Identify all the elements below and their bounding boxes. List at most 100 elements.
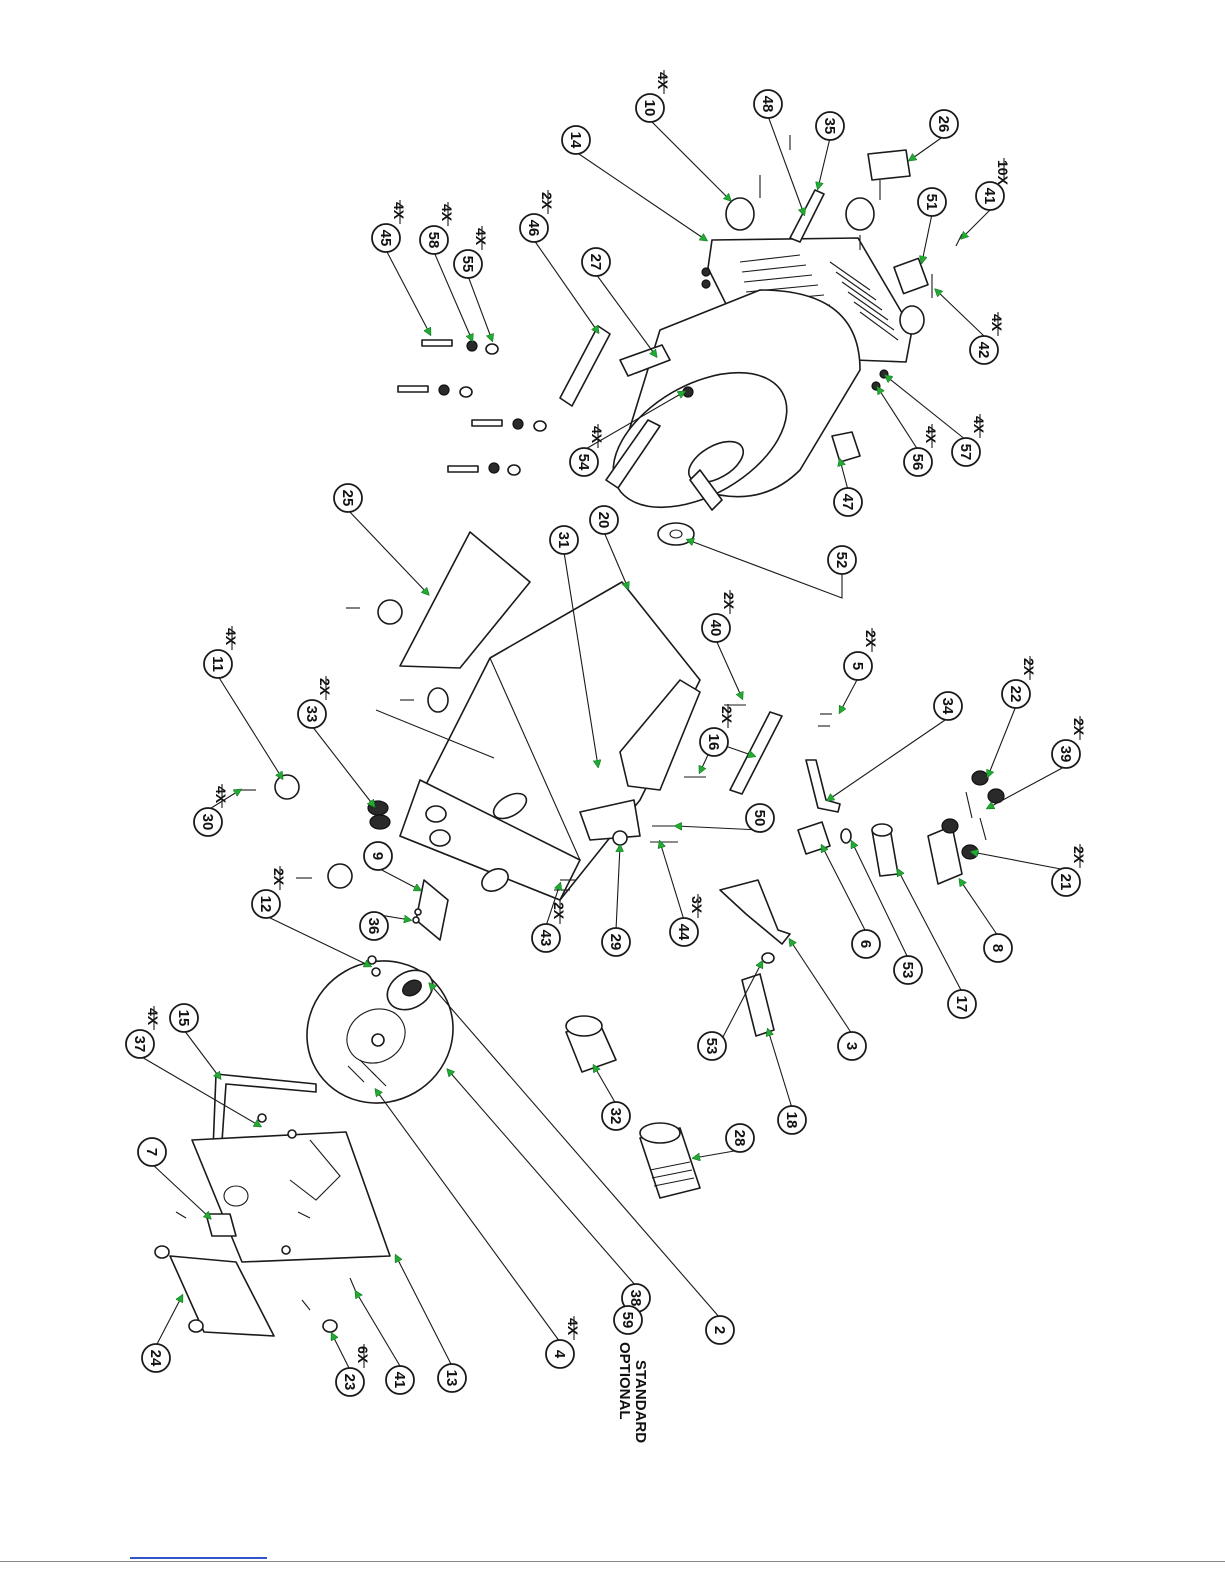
callout-quantity: 10X (995, 160, 1011, 186)
callout-number: 38 (627, 1290, 644, 1307)
callout-46: 462X (520, 190, 555, 242)
callout-quantity: 4X (655, 72, 671, 90)
callout-11: 11 4X (204, 626, 239, 678)
callout-50: 50 (746, 804, 774, 832)
disc-38 (281, 934, 479, 1129)
callout-quantity: 2X (539, 192, 555, 210)
callout-number: 17 (953, 996, 970, 1013)
callout-number: 39 (1057, 746, 1074, 763)
callout-number: 37 (131, 1036, 148, 1053)
block-8 (928, 826, 962, 884)
callout-15: 15 (170, 1004, 198, 1032)
callout-number: 58 (425, 232, 442, 249)
callout-6: 6 (852, 930, 880, 958)
bolt-row-4 (448, 463, 520, 475)
callout-14: 14 (562, 126, 590, 154)
callout-number: 36 (365, 918, 382, 935)
front-assembly (155, 909, 479, 1336)
callout-39: 392X (1052, 716, 1087, 768)
callout-number: 9 (369, 852, 386, 860)
panel-24 (170, 1256, 274, 1336)
callout-number: 40 (707, 620, 724, 637)
callout-29: 29 (602, 928, 630, 956)
callout-24: 24 (142, 1344, 170, 1372)
callout-number: 34 (939, 698, 956, 715)
callout-number: 45 (377, 230, 394, 247)
callout-number: 53 (899, 962, 916, 979)
housing-hole-4 (430, 830, 450, 846)
bolt-row-1 (422, 340, 498, 354)
callout-quantity: 2X (719, 706, 735, 724)
housing-foot-1 (378, 600, 402, 624)
callout-number: 14 (567, 132, 584, 149)
housing-foot-2 (428, 688, 448, 712)
callout-52: 52 (828, 546, 856, 574)
callout-58: 58 4X (420, 202, 455, 254)
cap-23 (323, 1320, 337, 1332)
callout-10: 104X (636, 70, 671, 122)
callout-9: 9 (364, 842, 392, 870)
callout-quantity: 6X (355, 1346, 371, 1364)
angle-34 (806, 760, 840, 812)
callout-number: 23 (341, 1374, 358, 1391)
callout-number: 4 (551, 1350, 568, 1359)
callout-quantity: 4X (213, 786, 229, 804)
callout-quantity: 4X (565, 1318, 581, 1336)
bracket-3 (720, 880, 790, 944)
callout-number: 13 (443, 1370, 460, 1387)
callout-53: 53 (894, 956, 922, 984)
optional-label: OPTIONAL (616, 1342, 633, 1420)
callout-41: 41 (386, 1366, 414, 1394)
grommet-33a (368, 801, 388, 815)
bolt-row-2 (398, 385, 472, 397)
footer-link-underline[interactable] (130, 1557, 267, 1559)
callout-quantity: 4X (971, 416, 987, 434)
mount-bracket-upper (560, 326, 610, 406)
callout-7: 7 (138, 1138, 166, 1166)
callout-33: 332X (298, 676, 333, 728)
callout-number: 35 (821, 118, 838, 135)
callout-number: 15 (175, 1010, 192, 1027)
motor-foot-pad-1 (726, 198, 754, 230)
switch-51 (894, 258, 928, 293)
pin-18 (742, 974, 774, 1036)
callout-20: 20 (590, 506, 618, 534)
callout-number: 3 (843, 1042, 860, 1050)
callout-number: 7 (143, 1148, 160, 1156)
callout-quantity: 2X (721, 592, 737, 610)
callout-number: 22 (1007, 686, 1024, 703)
callout-number: 48 (759, 96, 776, 113)
callout-quantity: 4X (223, 628, 239, 646)
callout-quantity: 4X (439, 204, 455, 222)
callout-number: 52 (833, 552, 850, 569)
strip-16 (730, 712, 782, 794)
cover-plate-26 (868, 150, 910, 180)
callout-25: 25 (334, 484, 362, 512)
housing-foot-4 (328, 864, 352, 888)
plate-13 (192, 1132, 390, 1262)
washer-53b (762, 953, 774, 963)
callout-quantity: 2X (863, 630, 879, 648)
callout-30: 304X (194, 784, 229, 836)
callout-number: 50 (751, 810, 768, 827)
capacitor-box-47 (832, 432, 860, 462)
callout-number: 41 (981, 188, 998, 205)
callout-quantity: 2X (271, 868, 287, 886)
callout-53: 53 (698, 1032, 726, 1060)
bolt-row-3 (472, 419, 546, 431)
callout-number: 41 (391, 1372, 408, 1389)
callout-quantity: 4X (473, 228, 489, 246)
callout-number: 26 (935, 116, 952, 133)
callout-number: 11 (209, 656, 226, 672)
grommet-33b (370, 815, 390, 829)
callout-number: 51 (923, 194, 940, 211)
callout-13: 13 (438, 1364, 466, 1392)
motor-foot-pad-3 (900, 306, 924, 334)
